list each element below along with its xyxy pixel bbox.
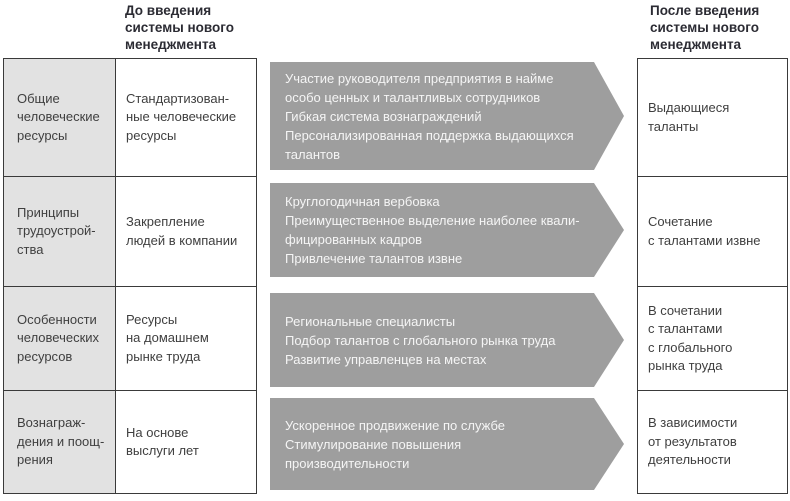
category-label: Принципы трудоустрой- ства: [17, 204, 96, 257]
transformation-arrow: Ускоренное продвижение по службе Стимули…: [270, 398, 624, 490]
after-cell: В зависимости от результатов деятельност…: [638, 390, 787, 493]
after-label: Сочетание с талантами извне: [648, 214, 761, 248]
category-label: Вознаграж- дения и поощ- рения: [17, 415, 105, 468]
category-label: Общие человеческие ресурсы: [17, 90, 100, 143]
before-label: Ресурсы на домашнем рынке труда: [126, 311, 209, 364]
before-cell: Стандартизован- ные человеческие ресурсы: [116, 59, 256, 176]
category-cell: Вознаграж- дения и поощ- рения: [4, 390, 116, 493]
before-label: Стандартизован- ные человеческие ресурсы: [126, 90, 237, 143]
before-cell: Ресурсы на домашнем рынке труда: [116, 286, 256, 390]
before-cell: Закрепление людей в компании: [116, 176, 256, 286]
column-header-before: До введения системы нового менеджмента: [125, 3, 234, 52]
before-table: Общие человеческие ресурсы Стандартизова…: [3, 58, 257, 494]
after-cell: Сочетание с талантами извне: [638, 176, 787, 286]
after-label: В зависимости от результатов деятельност…: [648, 415, 738, 468]
category-cell: Принципы трудоустрой- ства: [4, 176, 116, 286]
category-label: Особенности человеческих ресурсов: [17, 311, 100, 364]
transformation-arrow: Участие руководителя предприятия в найме…: [270, 62, 624, 170]
after-table: Выдающиеся таланты Сочетание с талантами…: [637, 58, 788, 494]
after-cell: В сочетании с талантами с глобального ры…: [638, 286, 787, 390]
column-header-after: После введения системы нового менеджмент…: [650, 3, 760, 52]
category-cell: Особенности человеческих ресурсов: [4, 286, 116, 390]
transformation-arrow: Круглогодичная вербовка Преимущественное…: [270, 183, 624, 277]
transformation-arrow: Региональные специалисты Подбор талантов…: [270, 293, 624, 387]
category-cell: Общие человеческие ресурсы: [4, 59, 116, 176]
after-cell: Выдающиеся таланты: [638, 59, 787, 176]
before-label: На основе выслуги лет: [126, 424, 199, 459]
after-label: Выдающиеся таланты: [648, 100, 730, 134]
after-label: В сочетании с талантами с глобального ры…: [648, 302, 733, 374]
arrow-label: Региональные специалисты Подбор талантов…: [285, 313, 556, 367]
before-label: Закрепление людей в компании: [126, 214, 238, 248]
arrow-label: Ускоренное продвижение по службе Стимули…: [285, 417, 506, 471]
before-cell: На основе выслуги лет: [116, 390, 256, 493]
arrow-label: Участие руководителя предприятия в найме…: [285, 70, 574, 162]
arrow-label: Круглогодичная вербовка Преимущественное…: [285, 194, 580, 266]
